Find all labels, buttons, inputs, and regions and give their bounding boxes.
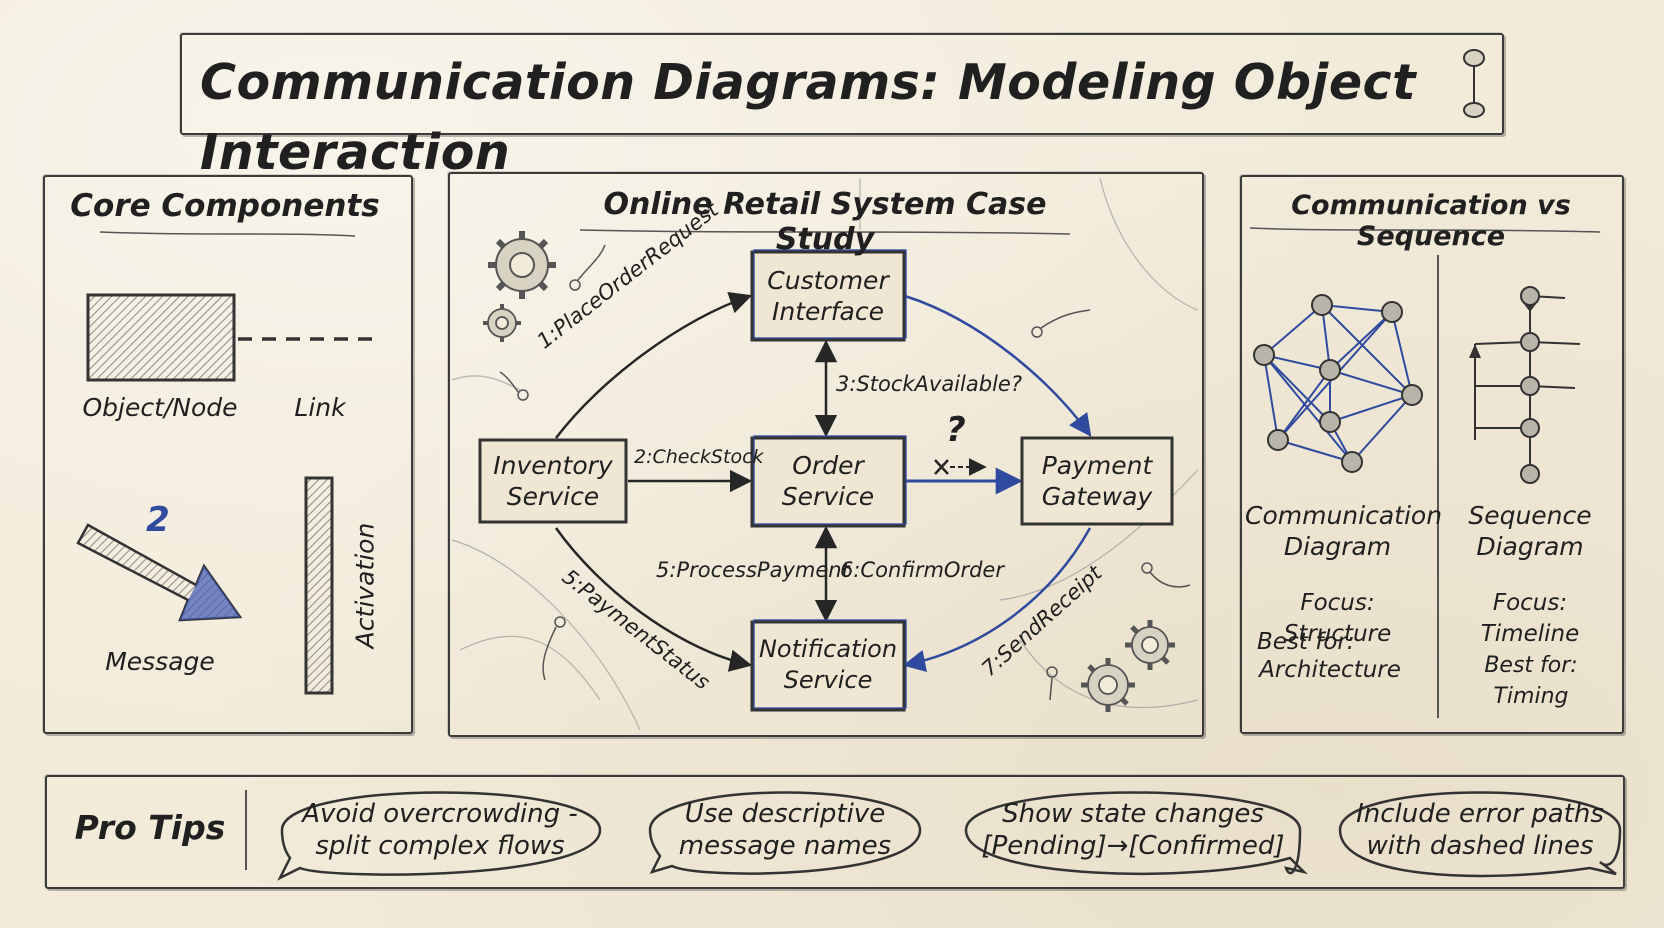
tip-bubble-2 — [648, 791, 922, 875]
node-inventory-service-line-2: Service — [506, 482, 600, 511]
node-order-service-line-2: Service — [781, 482, 875, 511]
message-label-stock-available: 3:StockAvailable? — [836, 372, 1022, 396]
node-customer-interface — [750, 250, 906, 342]
message-number: 2 — [146, 500, 170, 540]
communication-diagram-name-line-2: Diagram — [1283, 532, 1392, 561]
communication-network-icon — [1263, 304, 1413, 463]
sequence-diagram-name-line-1: Sequence — [1468, 501, 1592, 530]
tip-bubble-4 — [1338, 791, 1622, 878]
comparison-panel — [1240, 175, 1624, 734]
node-payment-gateway-line-2: Gateway — [1041, 482, 1153, 511]
tip-1-line-1: Avoid overcrowding - — [302, 799, 578, 829]
edge-send-receipt — [902, 527, 1092, 673]
node-payment-gateway-label: Payment Gateway — [1022, 450, 1172, 512]
tip-2-line-2: message names — [678, 831, 892, 861]
node-inventory-service-line-1: Inventory — [493, 451, 613, 480]
message-label-process-payment: 5:ProcessPayment — [656, 558, 850, 582]
activation-label: Activation — [350, 522, 380, 649]
tip-1-text: Avoid overcrowding - split complex flows — [290, 798, 590, 862]
comparison-heading: Communication vs Sequence — [1291, 190, 1571, 252]
node-inventory-service-label: Inventory Service — [480, 450, 626, 512]
object-node-shape — [86, 293, 236, 382]
node-order-service — [750, 436, 906, 528]
tip-4-line-2: with dashed lines — [1366, 831, 1594, 861]
page-title: Communication Diagrams: Modeling Object … — [200, 54, 1417, 181]
node-inventory-service — [478, 438, 628, 524]
communication-best-for: Best for: Architecture — [1245, 628, 1415, 684]
activation-bar-shape — [304, 476, 334, 695]
sequence-diagram-name: Sequence Diagram — [1445, 500, 1615, 562]
message-arrow-shape — [76, 523, 243, 622]
sequence-diagram-name-line-2: Diagram — [1476, 532, 1584, 561]
error-path-marker — [934, 458, 987, 476]
pro-tips-heading: Pro Tips — [74, 808, 226, 847]
sequence-focus: Focus: Timeline — [1480, 590, 1580, 647]
node-notification-service — [750, 620, 906, 712]
tip-2-text: Use descriptive message names — [660, 798, 910, 862]
node-notification-service-label: Notification Service — [752, 634, 904, 696]
communication-best-for-line-2: Architecture — [1259, 657, 1401, 683]
node-customer-interface-line-1: Customer — [767, 266, 889, 295]
tip-3-line-1: Show state changes — [1002, 799, 1264, 829]
communication-best-for-line-1: Best for: — [1257, 629, 1355, 655]
node-notification-service-line-1: Notification — [758, 635, 898, 663]
node-payment-gateway — [1020, 436, 1174, 526]
tip-1-line-2: split complex flows — [315, 831, 565, 861]
communication-diagram-name-line-1: Communication — [1245, 501, 1443, 530]
node-customer-interface-line-2: Interface — [772, 297, 884, 326]
edge-customer-to-payment — [904, 294, 1092, 437]
gear-icon — [488, 231, 556, 299]
object-node-label: Object/Node — [82, 393, 238, 422]
tip-3-line-2: [Pending]→[Confirmed] — [981, 831, 1285, 861]
case-study-heading: Online Retail System Case Study — [603, 187, 1047, 257]
gear-icon — [483, 304, 521, 342]
tip-2-line-1: Use descriptive — [684, 799, 886, 829]
node-order-service-line-1: Order — [792, 451, 864, 480]
node-customer-interface-label: Customer Interface — [752, 265, 904, 327]
node-notification-service-line-2: Service — [783, 666, 873, 694]
node-payment-gateway-line-1: Payment — [1041, 451, 1153, 480]
tip-bubble-1 — [277, 791, 602, 881]
sequence-timeline-icon — [1474, 295, 1581, 474]
edge-payment-status — [554, 527, 753, 672]
case-study-panel — [448, 172, 1204, 737]
sequence-best-for: Best for: Timing — [1484, 653, 1578, 709]
pin-doodles — [499, 244, 1191, 701]
tip-3-text: Show state changes [Pending]→[Confirmed] — [966, 798, 1300, 862]
gear-icon — [1125, 620, 1175, 670]
gear-icon — [1081, 658, 1135, 712]
communication-focus: Focus: Structure — [1283, 590, 1392, 647]
communication-diagram-name: Communication Diagram — [1245, 500, 1443, 562]
title-banner — [180, 33, 1504, 135]
edge-place-order — [555, 291, 753, 439]
tip-4-line-1: Include error paths — [1356, 799, 1604, 829]
pin-icon — [1463, 49, 1485, 118]
core-components-panel — [43, 175, 413, 734]
message-label: Message — [105, 647, 215, 676]
node-order-service-label: Order Service — [752, 450, 904, 512]
message-label-check-stock: 2:CheckStock — [634, 446, 764, 468]
core-components-heading: Core Components — [70, 188, 380, 224]
message-label-confirm-order: 6:ConfirmOrder — [840, 558, 1004, 582]
pro-tips-panel — [45, 775, 1625, 889]
error-question-mark: ? — [946, 410, 966, 450]
link-label: Link — [294, 393, 346, 422]
tip-4-text: Include error paths with dashed lines — [1345, 798, 1615, 862]
tip-bubble-3 — [964, 791, 1308, 876]
